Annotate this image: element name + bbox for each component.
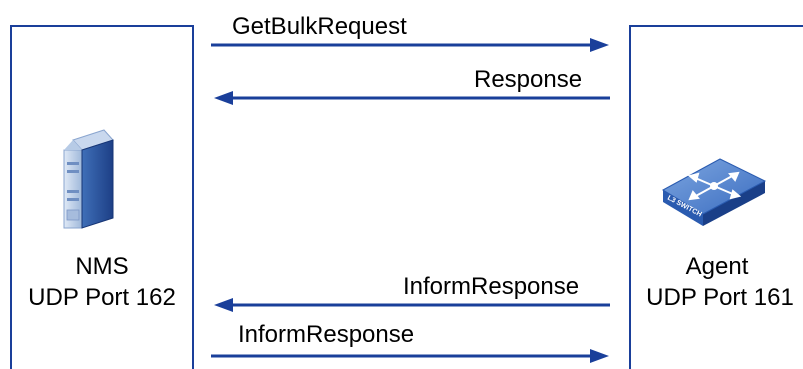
message-label-4: InformResponse bbox=[238, 321, 415, 348]
nms-box bbox=[10, 25, 194, 369]
server-icon bbox=[63, 129, 114, 229]
message-arrow-3 bbox=[214, 298, 610, 312]
message-label-3: InformResponse bbox=[403, 273, 580, 300]
agent-box bbox=[629, 25, 803, 369]
message-label-1: GetBulkRequest bbox=[232, 13, 407, 40]
agent-title: Agent bbox=[685, 253, 749, 280]
message-arrow-4 bbox=[211, 349, 609, 363]
agent-port: UDP Port 161 bbox=[646, 284, 794, 311]
nms-title: NMS bbox=[75, 253, 129, 280]
message-arrow-1 bbox=[211, 38, 609, 52]
message-arrow-2 bbox=[214, 91, 610, 105]
nms-port: UDP Port 162 bbox=[28, 284, 176, 311]
l3-switch-icon: L3 SWITCH bbox=[661, 158, 767, 226]
message-label-2: Response bbox=[474, 66, 583, 93]
